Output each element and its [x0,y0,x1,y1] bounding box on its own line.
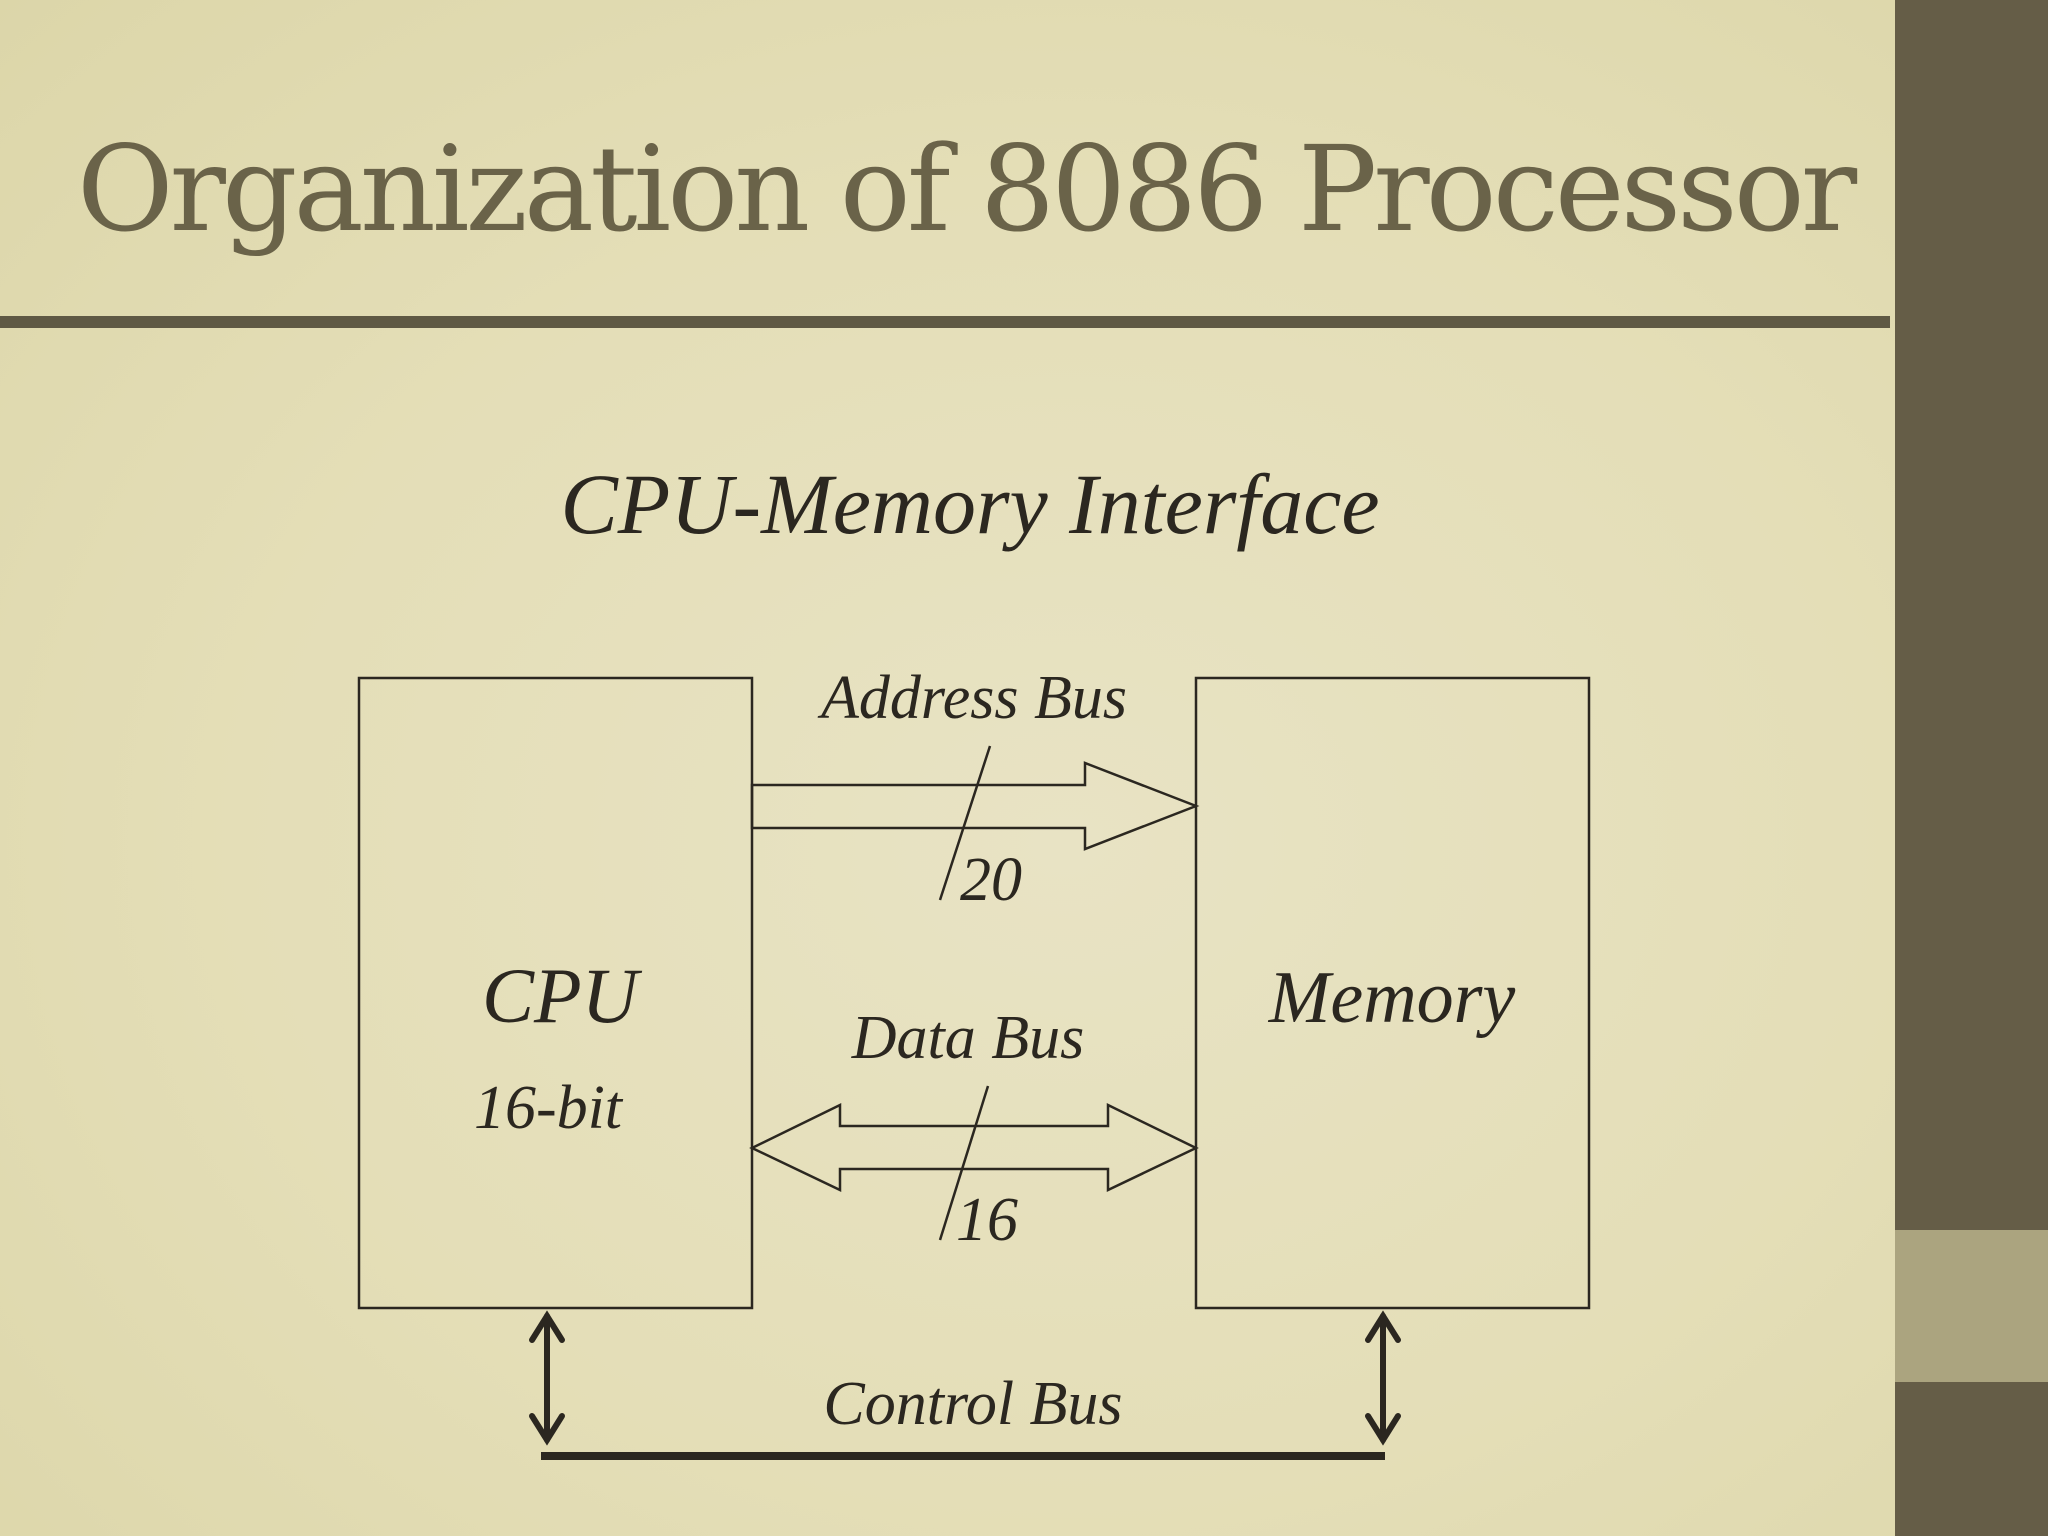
cpu-label: CPU [482,952,643,1039]
address-bus-arrow [750,761,1200,851]
cpu-box [357,676,754,1310]
memory-label: Memory [1268,957,1516,1039]
memory-box [1194,676,1591,1310]
data-bus-width-slash [938,1085,990,1241]
data-bus-arrow [749,1102,1199,1192]
data-bus-width: 16 [956,1186,1018,1254]
address-bus-width-slash [938,745,992,901]
diagram-heading: CPU-Memory Interface [560,456,1379,552]
control-bus-cpu-arrow [529,1310,565,1446]
control-bus-label: Control Bus [823,1370,1122,1438]
slide-title: Organization of 8086 Processor [76,120,1857,258]
data-bus-label: Data Bus [851,1004,1085,1072]
cpu-sublabel: 16-bit [474,1074,624,1142]
address-bus-label: Address Bus [817,664,1127,732]
address-bus-width: 20 [960,846,1022,914]
side-decor-accent [1895,1230,2048,1382]
control-bus-memory-arrow [1365,1310,1401,1446]
title-divider [0,316,1890,328]
